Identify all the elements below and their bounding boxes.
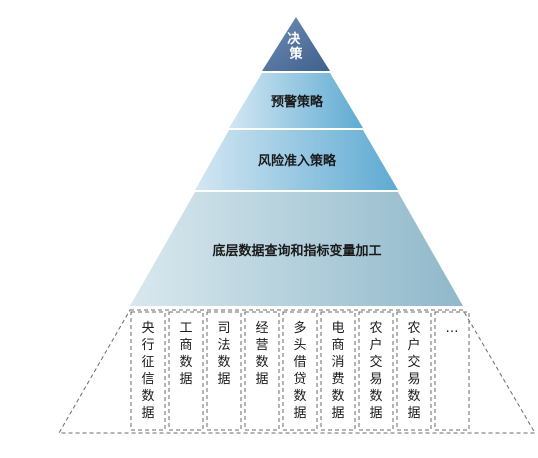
risk-access-strategy-label: 风险准入策略	[258, 153, 337, 169]
warning-strategy-label: 预警策略	[271, 94, 324, 110]
data-source-box	[206, 311, 242, 431]
base-data-processing-label: 底层数据查询和指标变量加工	[212, 243, 381, 259]
data-source-label: 农户交易数据	[407, 321, 420, 421]
base-data-processing-layer	[130, 192, 463, 306]
data-source-box	[358, 311, 394, 431]
data-source-label: 工商数据	[179, 321, 192, 387]
data-source-label: 司法数据	[217, 321, 230, 387]
data-source-label: …	[446, 321, 459, 336]
decision-layer	[262, 17, 330, 71]
data-source-box	[282, 311, 318, 431]
decision-label: 决 策	[287, 31, 305, 62]
data-source-label: 央行征信数据	[141, 321, 154, 421]
data-source-box	[434, 311, 470, 431]
data-source-label: 电商消费数据	[331, 321, 344, 421]
data-source-box	[320, 311, 356, 431]
data-source-box	[168, 311, 204, 431]
data-source-label: 经营数据	[255, 321, 268, 387]
data-source-box	[396, 311, 432, 431]
data-source-boxes: 央行征信数据 工商数据 司法数据 经营数据 多头借贷数据 电商消费数据 农户交易数据 农户交易…	[130, 311, 470, 431]
data-source-label: 农户交易数据	[369, 321, 382, 421]
data-source-box	[130, 311, 166, 431]
data-source-box	[244, 311, 280, 431]
risk-access-strategy-layer	[195, 130, 398, 190]
warning-strategy-layer	[229, 73, 363, 128]
data-source-label: 多头借贷数据	[293, 320, 306, 421]
